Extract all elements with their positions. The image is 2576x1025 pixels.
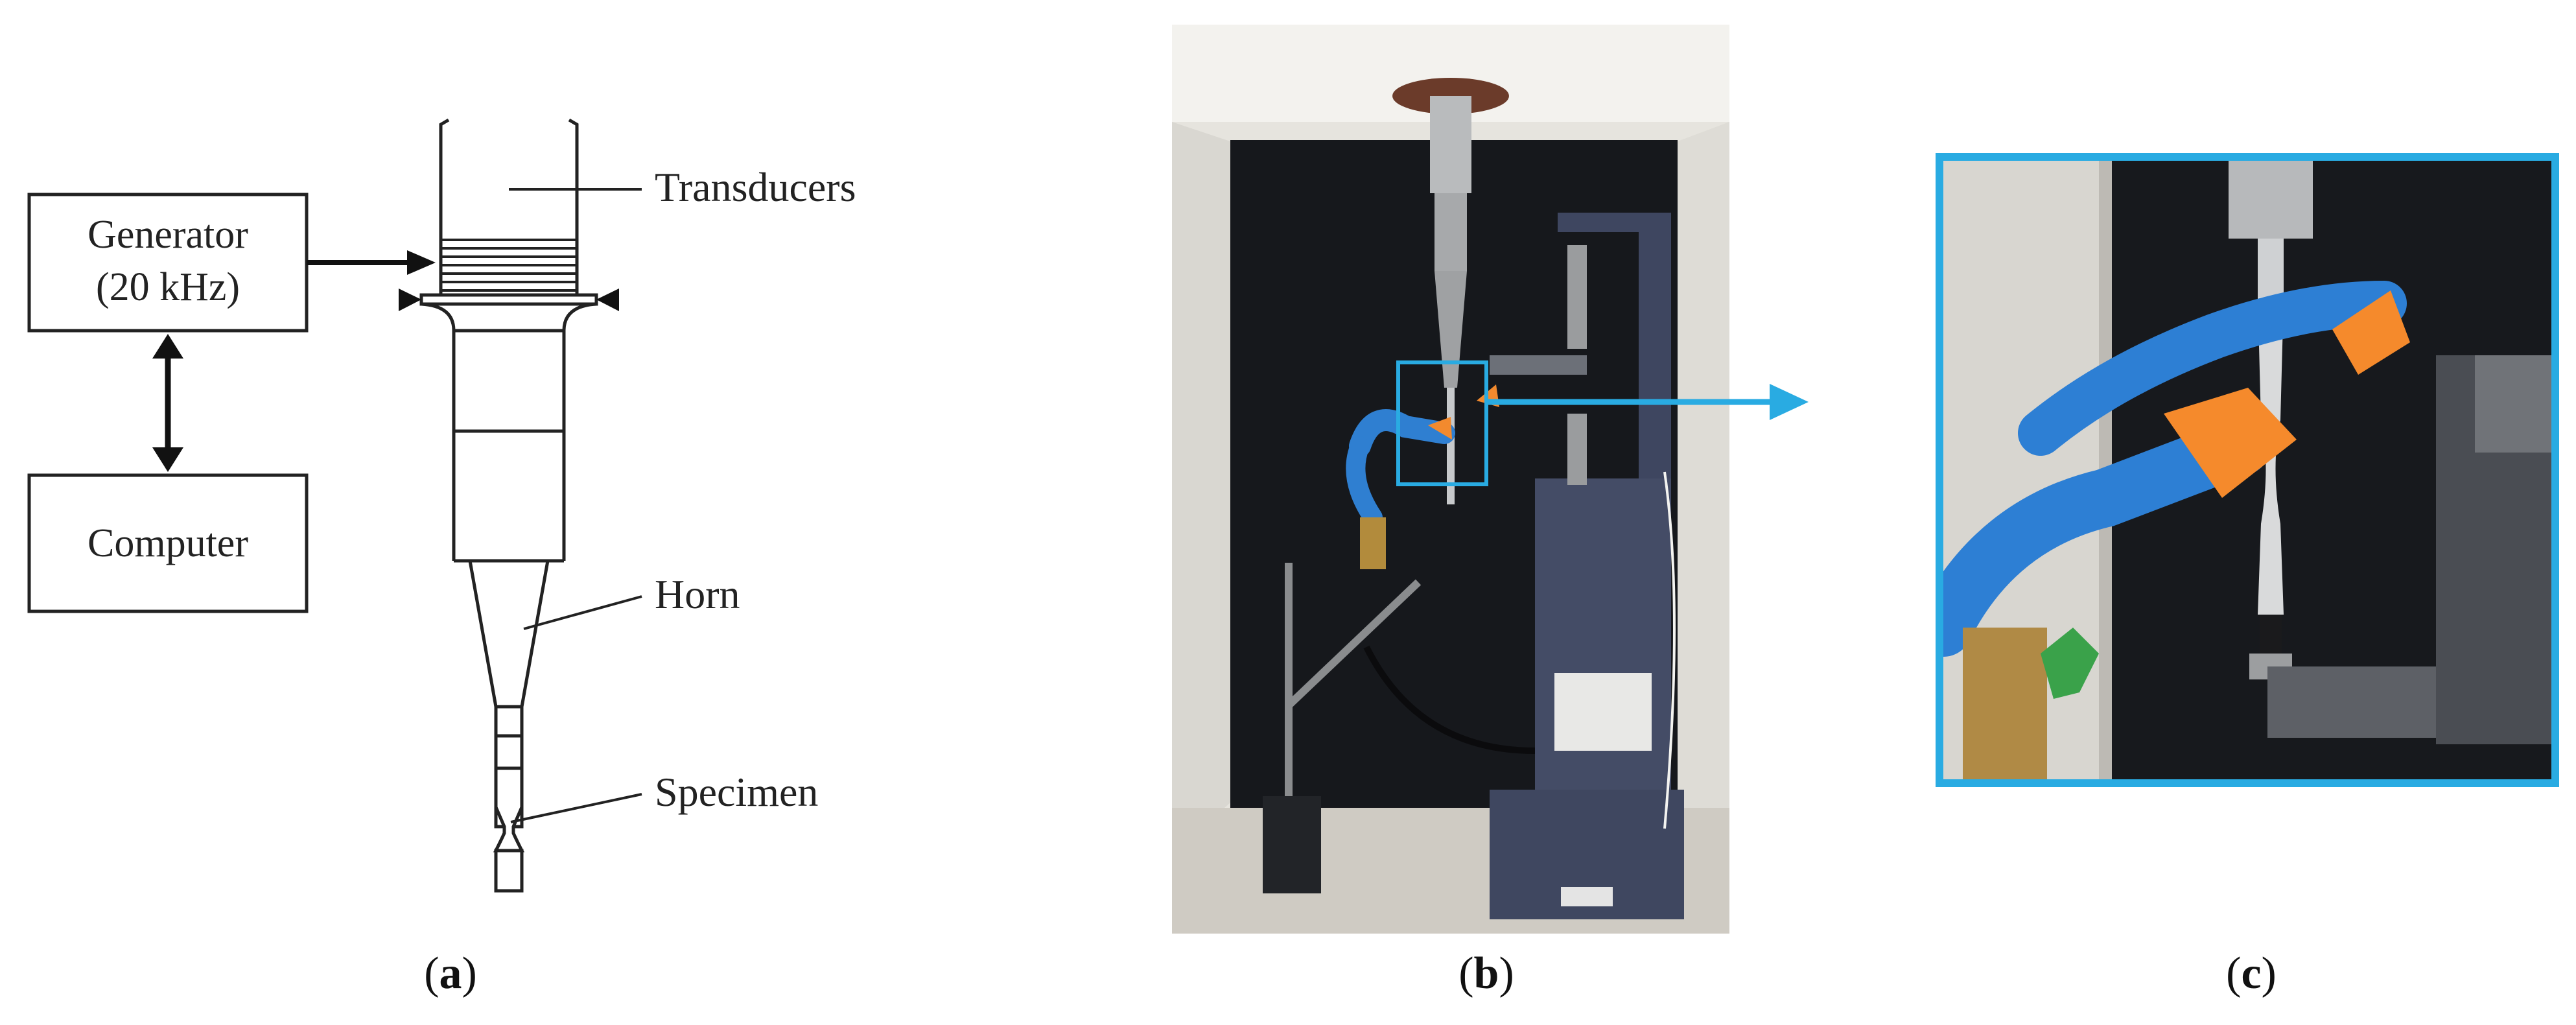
specimen-label: Specimen [655, 769, 818, 815]
computer-box [27, 473, 309, 613]
caption-c-letter: c [2241, 948, 2262, 998]
generator-computer-link-arrow [152, 334, 183, 472]
specimen-shape [493, 705, 525, 893]
transducer-stack [441, 239, 577, 292]
caption-b: (b) [1458, 948, 1514, 998]
caption-b-letter: b [1473, 948, 1499, 998]
panel-c-closeup-drawing [1943, 161, 2551, 779]
panel-c-closeup-photo [1936, 153, 2559, 787]
panel-a-schematic: Generator (20 kHz) Computer [27, 118, 856, 893]
caption-c: (c) [2226, 948, 2277, 998]
horn-body [452, 331, 566, 707]
caption-a: (a) [424, 948, 477, 998]
generator-label: Generator [88, 213, 248, 257]
specimen-leader-line [510, 793, 642, 823]
caption-a-letter: a [439, 948, 462, 998]
generator-to-transducer-arrow [307, 250, 436, 275]
horn-leader-line [523, 595, 642, 630]
zoom-arrow [1484, 384, 1809, 420]
transducers-label: Transducers [655, 164, 856, 210]
transducer-housing [439, 118, 579, 295]
panel-b-photo-drawing [1172, 25, 1729, 934]
generator-frequency-label: (20 kHz) [96, 265, 240, 309]
zoom-region-highlight [1396, 360, 1488, 486]
horn-label: Horn [655, 571, 740, 617]
horn-flange [399, 289, 619, 333]
generator-box [27, 193, 309, 333]
panel-b-photo [1172, 25, 1729, 934]
computer-label: Computer [88, 521, 248, 565]
